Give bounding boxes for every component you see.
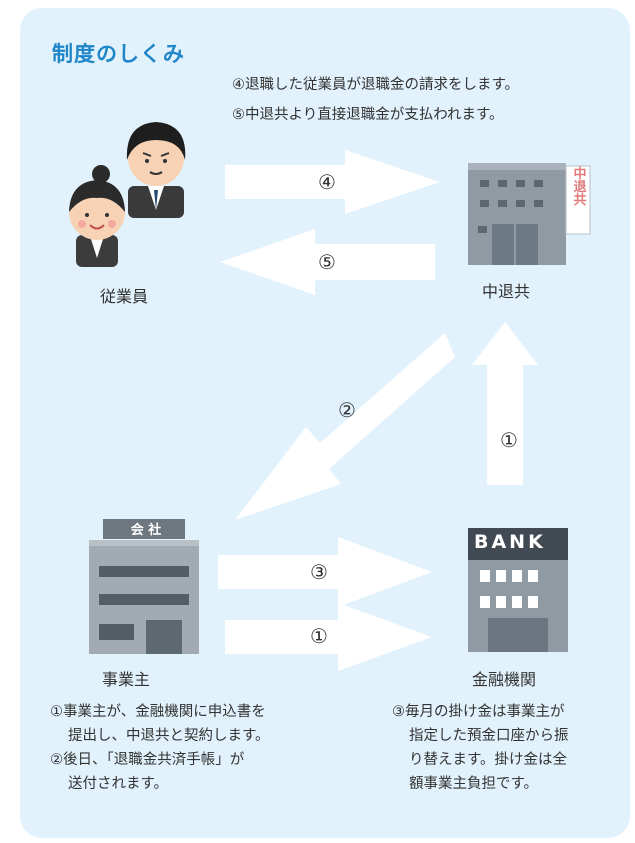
employees-label: 従業員 bbox=[100, 287, 149, 306]
arrow-1-vertical-label: ① bbox=[500, 428, 518, 452]
employer-sign-text: 会 社 bbox=[130, 523, 162, 538]
employer-description: ①事業主が、金融機関に申込書を 提出し、中退共と契約します。 ②後日、「退職金共… bbox=[50, 700, 270, 796]
bank-description: ③毎月の掛け金は事業主が 指定した預金口座から振 り替えます。掛け金は全 額事業… bbox=[392, 700, 569, 796]
arrow-4 bbox=[225, 150, 440, 214]
chutaikyo-label: 中退共 bbox=[482, 282, 531, 301]
bank-desc-line-3: り替えます。掛け金は全 bbox=[409, 752, 568, 768]
bank-sign-text: BANK bbox=[474, 531, 546, 553]
employer-desc-line-2: 提出し、中退共と契約します。 bbox=[68, 728, 270, 744]
note-4: ④退職した従業員が退職金の請求をします。 bbox=[232, 77, 520, 93]
bank-label: 金融機関 bbox=[472, 670, 537, 689]
diagram-panel bbox=[20, 8, 630, 838]
page-title: 制度のしくみ bbox=[52, 42, 185, 66]
arrow-4-label: ④ bbox=[318, 170, 336, 194]
arrow-1-vertical bbox=[472, 322, 538, 485]
arrow-2 bbox=[235, 333, 455, 520]
bank-desc-line-2: 指定した預金口座から振 bbox=[409, 728, 569, 744]
employer-label: 事業主 bbox=[102, 670, 151, 689]
employer-building bbox=[89, 519, 199, 654]
employee-man bbox=[126, 122, 186, 218]
employer-desc-line-3: ②後日、「退職金共済手帳」が bbox=[50, 752, 245, 768]
employee-woman bbox=[69, 165, 125, 267]
employer-desc-line-1: ①事業主が、金融機関に申込書を bbox=[50, 704, 266, 720]
arrow-3-label: ③ bbox=[310, 560, 328, 584]
arrow-1-horizontal bbox=[225, 603, 432, 671]
bank-desc-line-4: 額事業主負担です。 bbox=[409, 776, 539, 792]
bank-desc-line-1: ③毎月の掛け金は事業主が bbox=[392, 704, 565, 720]
arrow-1-horizontal-label: ① bbox=[310, 624, 328, 648]
arrow-5 bbox=[220, 229, 435, 295]
arrow-3 bbox=[218, 537, 432, 607]
arrow-2-label: ② bbox=[338, 398, 356, 422]
note-5: ⑤中退共より直接退職金が支払われます。 bbox=[232, 107, 504, 123]
bank-building bbox=[468, 528, 568, 652]
chutaikyo-building bbox=[468, 163, 591, 265]
arrow-5-label: ⑤ bbox=[318, 250, 336, 274]
chutaikyo-sign-text: 中退共 bbox=[571, 166, 587, 207]
employer-desc-line-4: 送付されます。 bbox=[68, 776, 169, 792]
